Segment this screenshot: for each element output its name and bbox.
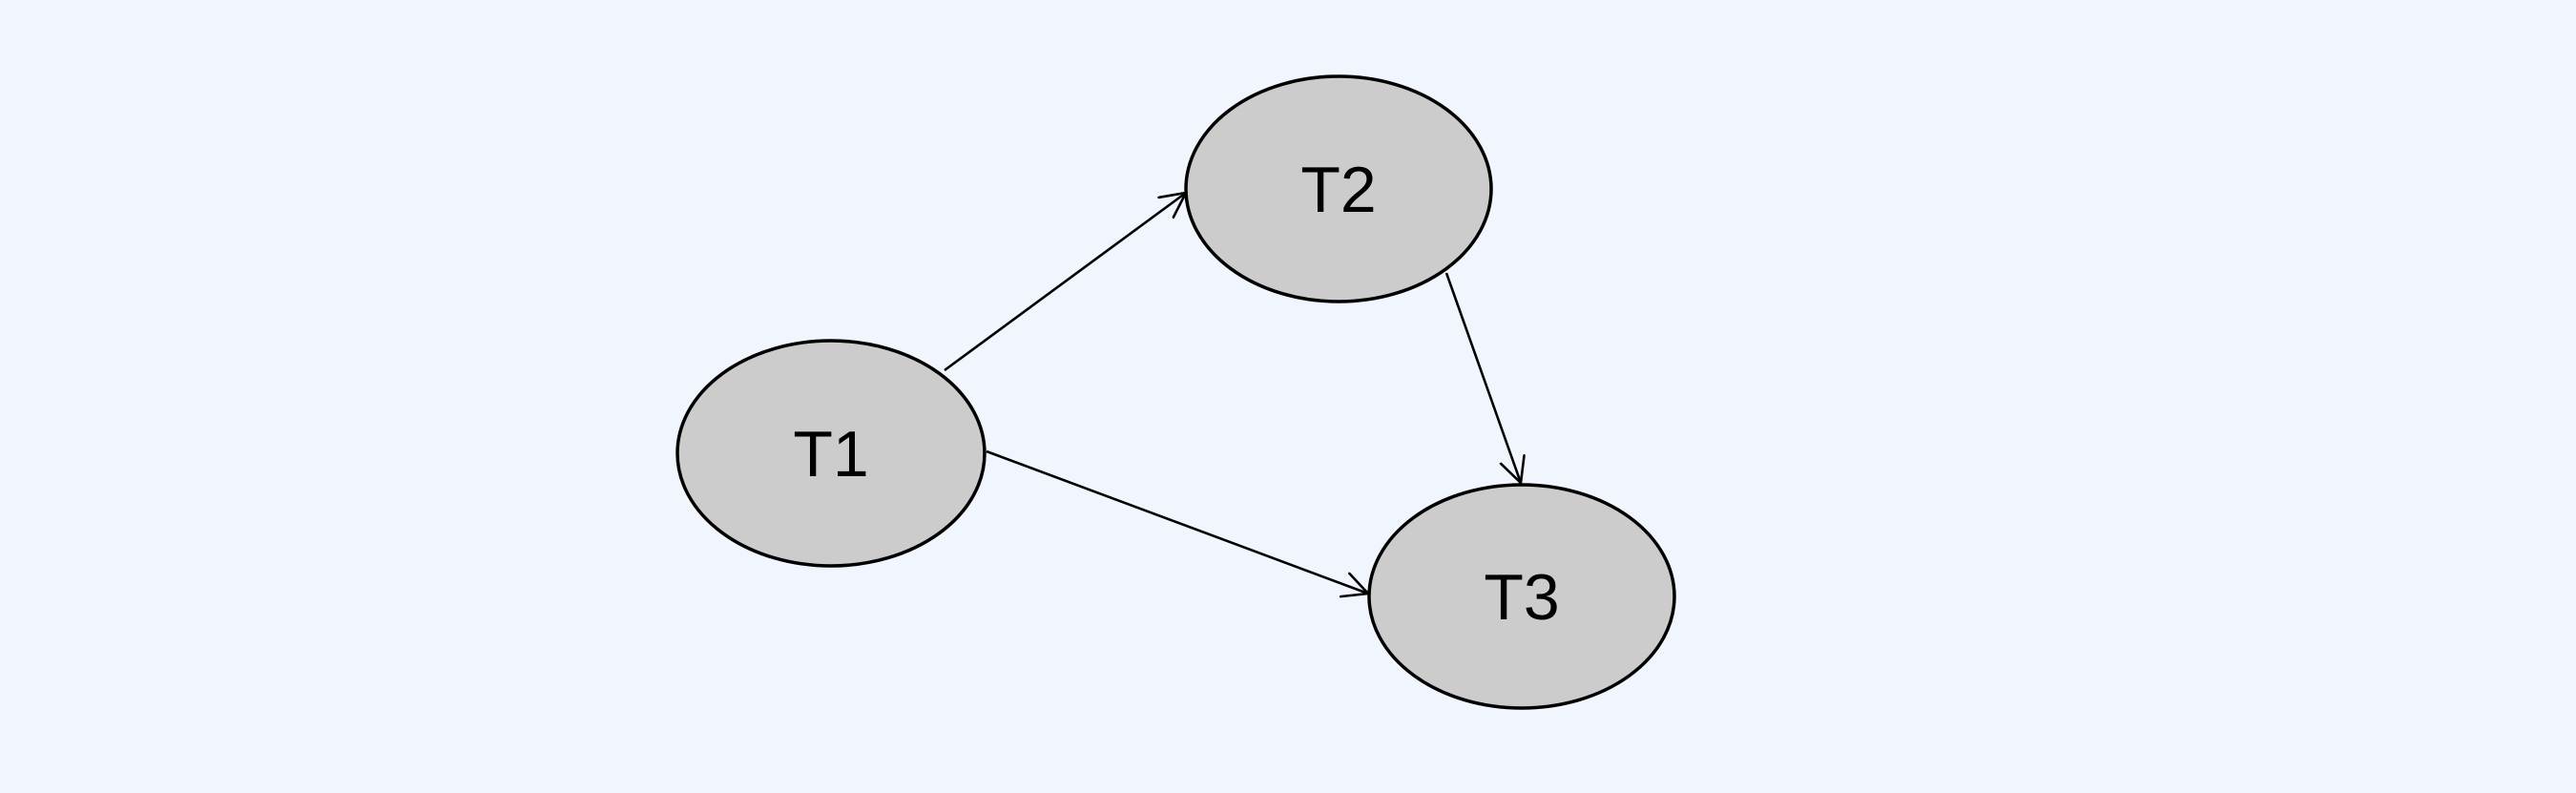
node-T1-label: T1 xyxy=(793,418,868,490)
node-T3: T3 xyxy=(1367,483,1676,710)
node-T3-shape xyxy=(1367,483,1676,710)
node-T1-shape xyxy=(675,339,987,568)
node-T1: T1 xyxy=(675,339,987,568)
edge-T2-T3 xyxy=(1444,272,1521,483)
node-T3-label: T3 xyxy=(1484,561,1559,634)
node-T2: T2 xyxy=(1184,74,1493,303)
edge-group xyxy=(944,193,1521,594)
edge-T1-T3 xyxy=(986,449,1368,594)
edge-T1-T2 xyxy=(944,193,1186,372)
node-T2-label: T2 xyxy=(1300,154,1376,226)
node-T2-shape xyxy=(1184,74,1493,303)
